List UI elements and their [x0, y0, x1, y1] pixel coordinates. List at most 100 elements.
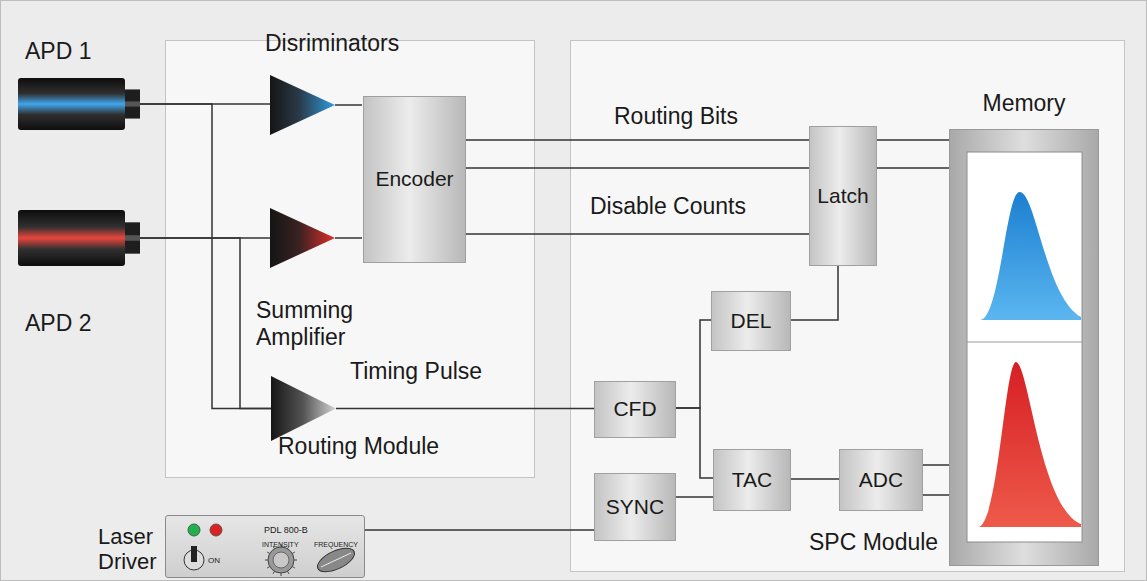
text-holder: APD 2 — [25, 310, 91, 336]
signal-line — [466, 167, 809, 169]
node-label: INTENSITY — [262, 541, 299, 548]
knob-ticks — [265, 544, 297, 576]
detector-connector — [125, 89, 140, 118]
discriminator-symbol — [270, 208, 335, 268]
node-label: FREQUENCY — [314, 541, 358, 548]
part-label: Disriminators — [265, 30, 399, 56]
signal-line — [365, 529, 594, 531]
node-outline — [18, 78, 140, 130]
text-holder: Latch — [817, 184, 868, 208]
text-holder: Disriminators — [265, 30, 399, 56]
signal-line — [140, 104, 271, 409]
text-holder: APD 1 — [25, 38, 91, 64]
text-holder: DEL — [731, 309, 772, 333]
text-holder: Encoder — [375, 167, 453, 191]
dial-mark — [321, 553, 351, 567]
knob-tick — [294, 560, 297, 561]
signal-name: Timing Pulse — [350, 358, 482, 384]
text-holder: ADC — [859, 468, 903, 492]
frequency-dial — [314, 543, 358, 576]
process-box: Latch — [809, 126, 877, 266]
text-holder: Memory — [950, 90, 1098, 116]
amplifier-symbol — [271, 376, 336, 441]
node-label: SPC Module — [809, 529, 938, 555]
memory-divider — [967, 342, 1082, 343]
detector-connector — [125, 235, 140, 241]
node-label: Summing Amplifier — [256, 297, 361, 350]
knob-tick — [281, 573, 282, 576]
intensity-knob — [273, 552, 289, 568]
text-holder: Laser Driver — [98, 524, 162, 575]
signal-line — [676, 408, 713, 478]
signal-line — [466, 139, 809, 141]
signal-line — [140, 238, 271, 409]
signal-line — [923, 464, 949, 466]
signal-line — [336, 408, 594, 410]
text-holder: SYNC — [606, 495, 664, 519]
text-holder: Routing Bits — [612, 103, 740, 129]
signal-line — [676, 320, 711, 408]
text-holder: FREQUENCY — [314, 533, 358, 551]
knob-tick — [273, 571, 275, 574]
signal-line — [923, 494, 949, 496]
knob-tick — [288, 571, 290, 574]
indicator-led — [210, 524, 222, 536]
knob-tick — [292, 567, 295, 569]
laser-driver: Laser DriverPDL 800-BONINTENSITYFREQUENC… — [165, 515, 365, 578]
signal-line — [877, 167, 949, 169]
signal-line — [466, 233, 809, 235]
box-label: CFD — [613, 397, 656, 420]
signal-line — [877, 139, 949, 141]
memory-area — [967, 152, 1082, 542]
knob-tick — [267, 567, 270, 569]
process-box: DEL — [711, 291, 791, 351]
decay-curve — [978, 362, 1081, 527]
box-label: Latch — [817, 184, 868, 207]
signal-wire — [335, 237, 362, 239]
knob-tick — [292, 552, 295, 554]
knob-tick — [267, 552, 270, 554]
switch-lever — [191, 546, 197, 562]
node-label: PDL 800-B — [264, 525, 308, 535]
memory-block: Memory — [949, 129, 1099, 566]
amplifier-node: Summing Amplifier — [271, 376, 336, 441]
node-label: ON — [208, 556, 220, 565]
detector-connector — [125, 222, 140, 253]
box-label: DEL — [731, 309, 772, 332]
text-holder: INTENSITY — [262, 533, 299, 551]
box-label: Encoder — [375, 167, 453, 190]
text-holder: Routing Module — [278, 433, 439, 459]
text-holder: SPC Module — [809, 529, 938, 555]
detector-node: APD 1 — [18, 78, 140, 130]
detector-body — [18, 210, 125, 266]
decay-curve — [980, 192, 1081, 320]
text-holder: TAC — [732, 468, 772, 492]
process-box: Encoder — [363, 96, 466, 263]
process-box: ADC — [839, 449, 923, 511]
process-box: TAC — [713, 449, 791, 511]
detector-node: APD 2 — [18, 210, 140, 266]
box-label: TAC — [732, 468, 772, 491]
node-label: Laser Driver — [98, 524, 162, 575]
detector-body — [18, 78, 125, 130]
node-label: APD 1 — [25, 38, 91, 64]
box-label: ADC — [859, 468, 903, 491]
text-holder: CFD — [613, 397, 656, 421]
signal-name: Routing Bits — [614, 103, 738, 129]
node-outline — [18, 210, 140, 266]
knob-tick — [265, 560, 268, 561]
node-label: Memory — [982, 90, 1065, 116]
indicator-led — [188, 524, 200, 536]
intensity-knob — [268, 547, 294, 573]
process-box: SYNC — [594, 473, 676, 541]
node-outline — [950, 130, 1100, 567]
node-label: APD 2 — [25, 310, 91, 336]
text-holder: ON — [208, 549, 220, 567]
process-box: CFD — [594, 381, 676, 438]
box-label: SYNC — [606, 495, 664, 518]
text-holder: Summing Amplifier — [256, 297, 361, 350]
node-label: Routing Module — [278, 433, 439, 459]
signal-name: Disable Counts — [590, 193, 746, 219]
signal-line — [676, 496, 713, 498]
